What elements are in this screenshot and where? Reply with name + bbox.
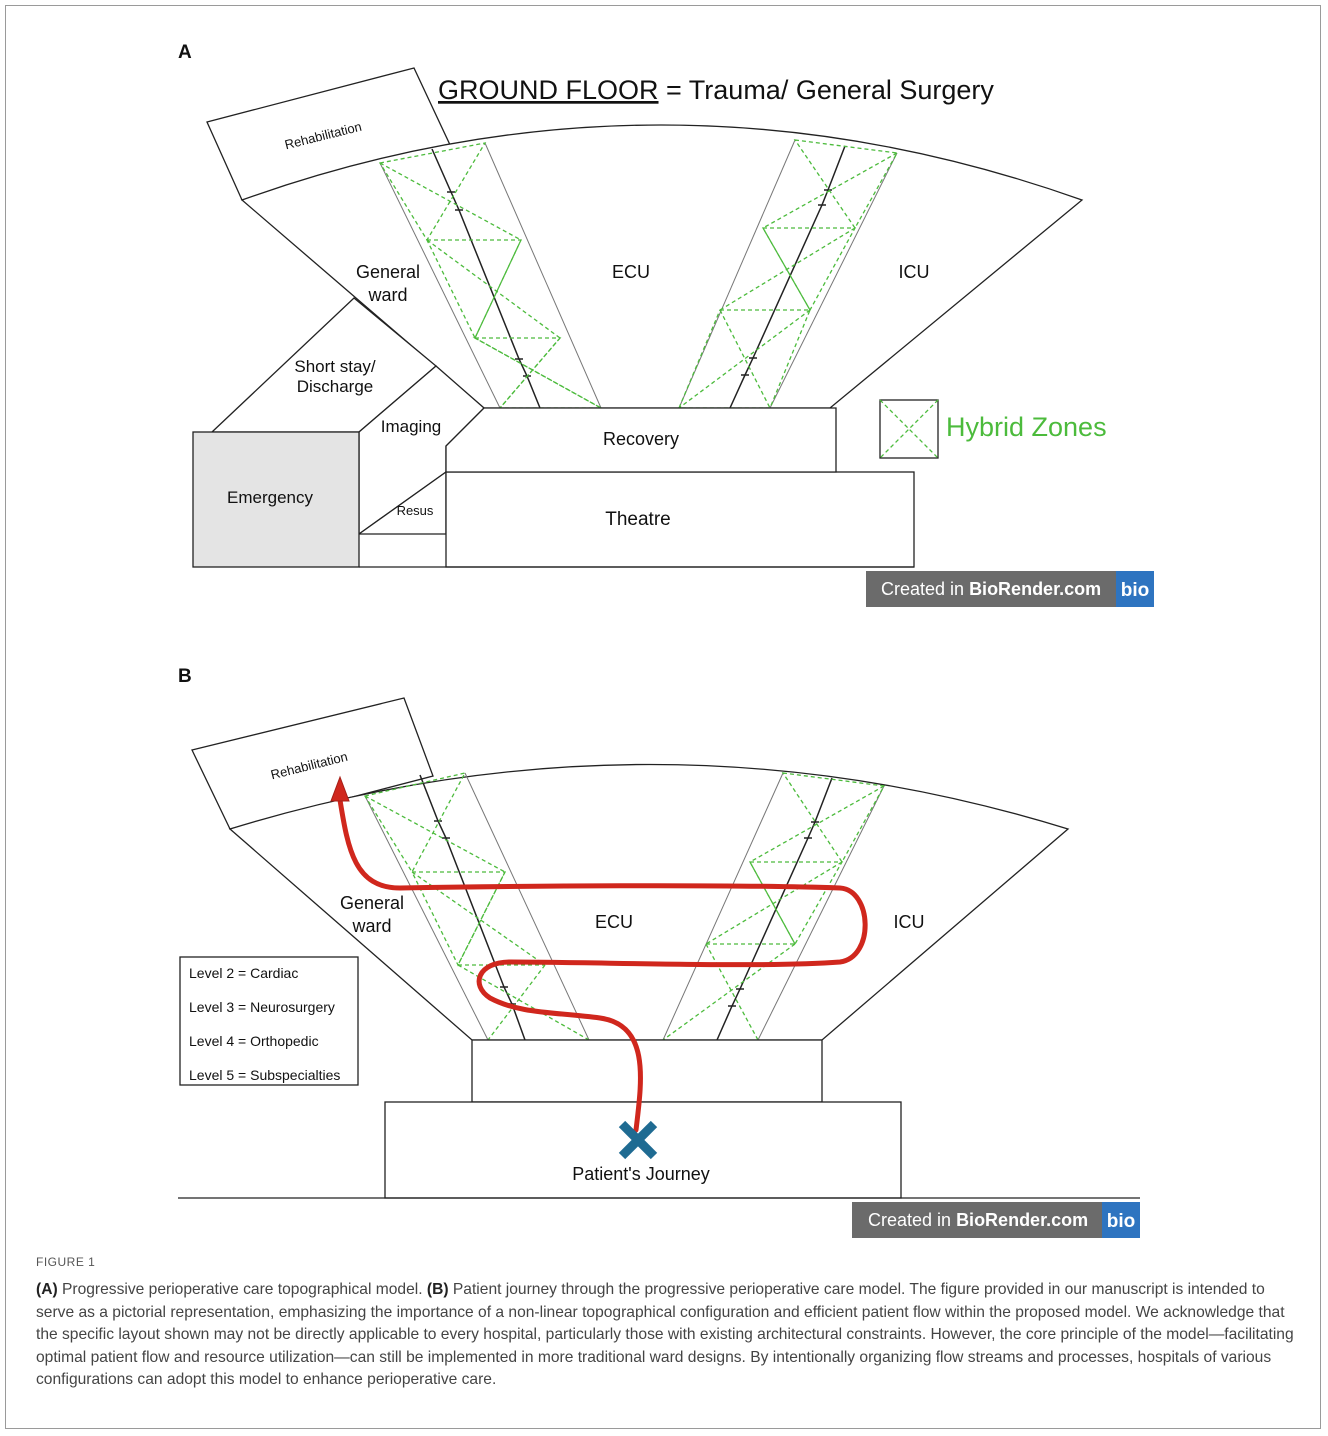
level-4-label: Level 4 = Orthopedic (189, 1033, 319, 1049)
figure-caption: FIGURE 1 (A) Progressive perioperative c… (36, 1255, 1296, 1392)
caption-body: (A) Progressive perioperative care topog… (36, 1279, 1296, 1392)
recovery-zone (445, 407, 837, 473)
patient-journey-path (337, 797, 868, 1133)
biorender-badge: Created in BioRender.com bio (866, 571, 1154, 607)
short-stay-label-2: Discharge (297, 377, 374, 396)
theatre-label: Theatre (605, 509, 670, 530)
resus-label: Resus (397, 503, 434, 518)
figure-label: FIGURE 1 (36, 1255, 96, 1269)
hybrid-strip-boundary (484, 142, 602, 409)
general-ward-label-2: ward (351, 916, 391, 936)
panel-b: B Rehabilitation (178, 666, 1140, 1238)
emergency-label: Emergency (227, 488, 313, 507)
journey-arrowhead (330, 775, 350, 802)
panel-a-label: A (178, 42, 192, 63)
hybrid-zones-legend-label: Hybrid Zones (946, 412, 1107, 442)
level-5-label: Level 5 = Subspecialties (189, 1067, 340, 1083)
floor-title-underlined: GROUND FLOOR (438, 75, 659, 105)
hybrid-strip-boundary (769, 152, 898, 409)
badge-brand: BioRender.com (969, 579, 1101, 599)
levels-legend: Level 2 = Cardiac Level 3 = Neurosurgery… (179, 956, 359, 1086)
hybrid-zones-legend: Hybrid Zones (879, 399, 1107, 459)
biorender-logo: bio (1107, 1211, 1136, 1232)
biorender-badge: Created in BioRender.com bio (852, 1202, 1140, 1238)
badge-text: Created in (868, 1210, 956, 1230)
hybrid-strip-boundary (364, 795, 489, 1041)
theatre-zone (445, 471, 915, 568)
general-ward-label: General (340, 893, 404, 913)
figure-frame (5, 5, 1321, 1429)
figure-diagram: A GROUND FLOOR = Trauma/ General Surgery… (178, 42, 1154, 1238)
hybrid-strip-boundary (678, 139, 796, 409)
caption-a-text: Progressive perioperative care topograph… (57, 1281, 427, 1298)
icu-label: ICU (899, 262, 930, 282)
biorender-logo: bio (1121, 580, 1150, 601)
hybrid-strip-boundary (662, 772, 784, 1041)
floor-title: GROUND FLOOR = Trauma/ General Surgery (438, 75, 994, 105)
level-2-label: Level 2 = Cardiac (189, 965, 298, 981)
start-marker-icon (618, 1120, 658, 1160)
recovery-block (471, 1039, 823, 1103)
badge-text: Created in (881, 579, 969, 599)
ward-divider-wall (431, 148, 541, 409)
ecu-label: ECU (595, 912, 633, 932)
panel-b-label: B (178, 666, 192, 687)
general-ward-label: General (356, 262, 420, 282)
emergency-zone (192, 431, 360, 568)
floor-title-rest: = Trauma/ General Surgery (659, 75, 995, 105)
ward-divider-wall (716, 777, 833, 1041)
ecu-label: ECU (612, 262, 650, 282)
hybrid-zone-swatch (879, 399, 939, 459)
hybrid-strip-boundary (379, 162, 501, 409)
ward-divider-wall (419, 774, 526, 1041)
ward-divider-wall (729, 145, 846, 409)
short-stay-label: Short stay/ (294, 357, 376, 376)
caption-b-text: Patient journey through the progressive … (36, 1281, 1294, 1388)
imaging-label: Imaging (381, 417, 441, 436)
rehabilitation-zone (191, 697, 434, 830)
hybrid-zone-markers (678, 139, 899, 409)
caption-b-label: (B) (426, 1281, 449, 1298)
panel-a: A GROUND FLOOR = Trauma/ General Surgery… (178, 42, 1154, 607)
hybrid-zone-markers (662, 772, 886, 1041)
hybrid-strip-boundary (464, 772, 590, 1041)
patient-journey-label: Patient's Journey (572, 1164, 710, 1184)
hybrid-strip-boundary (757, 785, 885, 1041)
badge-brand: BioRender.com (956, 1210, 1088, 1230)
svg-text:Created in BioRender.com: Created in BioRender.com (868, 1210, 1088, 1230)
icu-label: ICU (894, 912, 925, 932)
levels-legend-box (179, 956, 359, 1086)
general-ward-label-2: ward (367, 285, 407, 305)
caption-a-label: (A) (36, 1281, 58, 1298)
recovery-label: Recovery (603, 429, 679, 449)
svg-text:Created in BioRender.com: Created in BioRender.com (881, 579, 1101, 599)
level-3-label: Level 3 = Neurosurgery (189, 999, 335, 1015)
